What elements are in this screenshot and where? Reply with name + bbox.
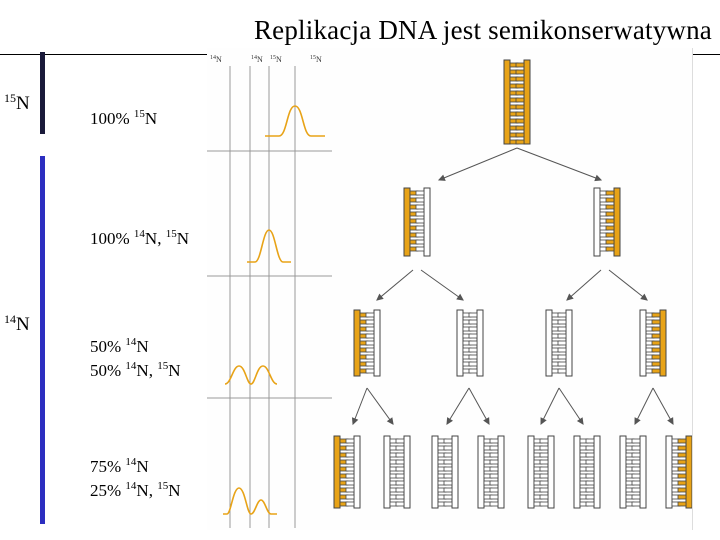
arrow bbox=[376, 269, 414, 301]
dna-strand-left bbox=[383, 435, 399, 509]
arrow-head bbox=[456, 293, 464, 301]
arrow-head bbox=[576, 417, 584, 425]
generation-3-label-line1: 75% 14N bbox=[90, 456, 149, 476]
dna-strand-right bbox=[557, 309, 573, 377]
density-peak-hybrid bbox=[247, 229, 291, 263]
arrow-head bbox=[566, 293, 574, 301]
arrow bbox=[420, 269, 464, 301]
arrow-head bbox=[483, 417, 490, 426]
arrow-head bbox=[351, 417, 359, 426]
dna-strand-right bbox=[489, 435, 505, 509]
arrow bbox=[516, 147, 602, 181]
arrow bbox=[352, 387, 368, 425]
dna-strand-left bbox=[333, 435, 349, 509]
dna-strand-right bbox=[468, 309, 484, 377]
arrow bbox=[540, 387, 560, 425]
dna-strand-right bbox=[631, 435, 647, 509]
column-label-4: 15N bbox=[310, 55, 322, 64]
dna-strand-right bbox=[677, 435, 693, 509]
arrow bbox=[634, 387, 654, 425]
dna-strand-right bbox=[651, 309, 667, 377]
dna-strand-right bbox=[585, 435, 601, 509]
arrow bbox=[438, 147, 518, 181]
arrow bbox=[366, 387, 394, 425]
gradient-grid bbox=[207, 66, 332, 528]
dna-strand-right bbox=[539, 435, 555, 509]
arrow-head bbox=[446, 417, 453, 425]
generation-1-label: 100% 14N, 15N bbox=[90, 228, 189, 248]
dna-strand-right bbox=[443, 435, 459, 509]
dna-strand-right bbox=[365, 309, 381, 377]
arrow bbox=[558, 387, 584, 425]
dna-strand-left bbox=[353, 309, 369, 377]
column-label-1: 14N bbox=[210, 55, 222, 64]
arrow-head bbox=[376, 293, 384, 301]
dna-strand-left bbox=[593, 187, 609, 257]
replication-arrows bbox=[351, 147, 674, 426]
generation-2-label-line1: 50% 14N bbox=[90, 336, 149, 356]
density-peak-heavy bbox=[265, 105, 325, 137]
dna-strand-left bbox=[403, 187, 419, 257]
column-label-2: 14N bbox=[251, 55, 263, 64]
replication-figure-svg: 14N 14N 15N 15N bbox=[207, 55, 693, 528]
arrow bbox=[652, 387, 674, 425]
generation-3-label-line2: 25% 14N, 15N bbox=[90, 480, 181, 500]
arrow-head bbox=[594, 174, 603, 182]
arrow-head bbox=[667, 417, 674, 426]
isotope-bar-heavy bbox=[40, 52, 45, 134]
arrow-head bbox=[540, 417, 547, 426]
arrow-head bbox=[437, 174, 446, 181]
dna-tree bbox=[333, 59, 693, 509]
generation-2-label-line2: 50% 14N, 15N bbox=[90, 360, 181, 380]
arrow bbox=[468, 387, 490, 425]
arrow bbox=[446, 387, 470, 425]
dna-strand-left bbox=[619, 435, 635, 509]
density-peaks-gen3 bbox=[223, 487, 277, 515]
isotope-label-heavy: 15N bbox=[4, 91, 30, 114]
dna-strand-right bbox=[515, 59, 531, 145]
isotope-bar-light bbox=[40, 156, 45, 524]
column-label-3: 15N bbox=[270, 55, 282, 64]
dna-strand-left bbox=[477, 435, 493, 509]
dna-strand-right bbox=[415, 187, 431, 257]
arrow bbox=[566, 269, 602, 301]
replication-figure: 14N 14N 15N 15N bbox=[207, 48, 693, 530]
slide-title: Replikacja DNA jest semikonserwatywna bbox=[253, 15, 712, 45]
dna-strand-left bbox=[456, 309, 472, 377]
dna-strand-left bbox=[431, 435, 447, 509]
arrow-head bbox=[386, 417, 394, 425]
dna-strand-right bbox=[395, 435, 411, 509]
arrow-head bbox=[640, 293, 648, 301]
slide-title-bar: Replikacja DNA jest semikonserwatywna bbox=[0, 14, 720, 55]
isotope-label-light: 14N bbox=[4, 312, 30, 335]
arrow-head bbox=[634, 417, 641, 426]
density-peaks-gen2 bbox=[224, 365, 278, 385]
generation-0-label: 100% 15N bbox=[90, 108, 158, 128]
dna-strand-right bbox=[345, 435, 361, 509]
dna-strand-right bbox=[605, 187, 621, 257]
arrow bbox=[608, 269, 648, 301]
